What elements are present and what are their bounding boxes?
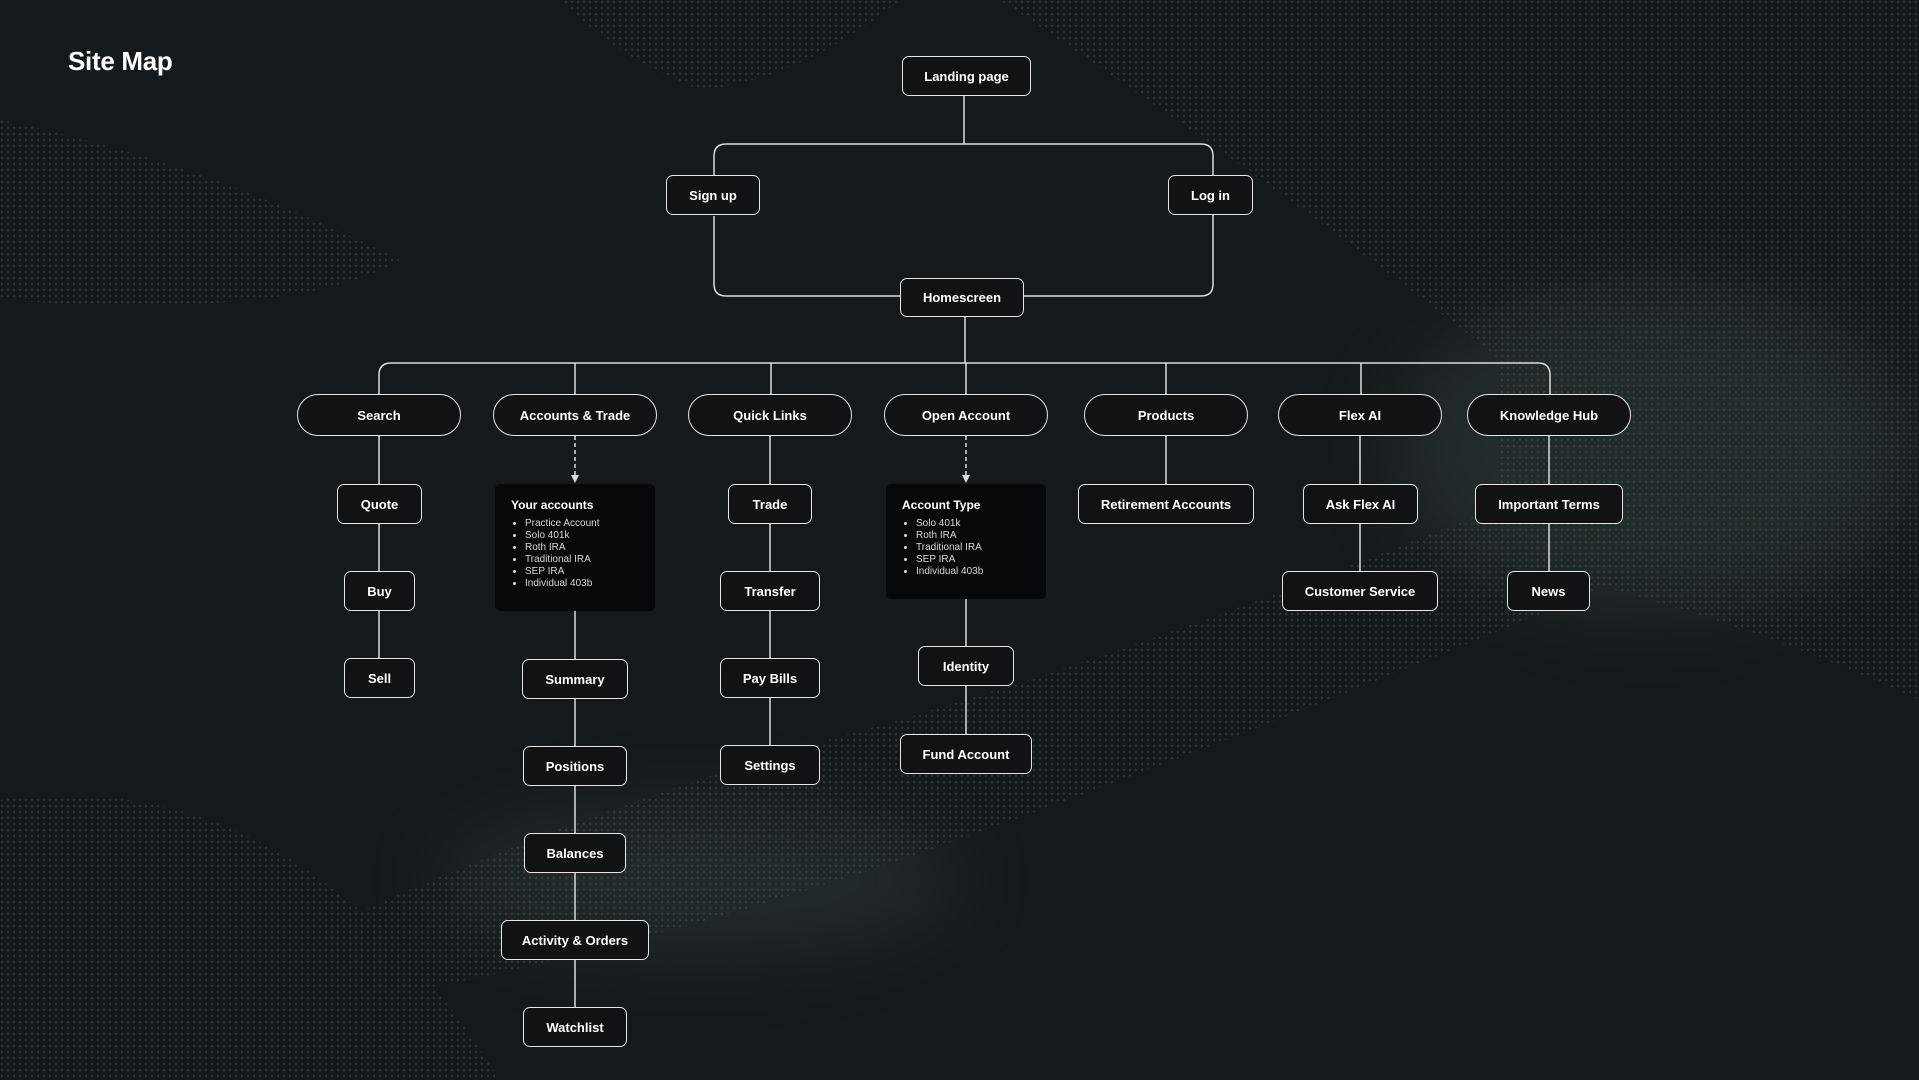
node-knowledge-hub[interactable]: Knowledge Hub	[1467, 394, 1631, 436]
node-settings[interactable]: Settings	[720, 745, 820, 785]
page-title: Site Map	[68, 46, 173, 76]
node-activity-orders[interactable]: Activity & Orders	[501, 920, 649, 960]
node-flex-ai[interactable]: Flex AI	[1278, 394, 1442, 436]
list-item: Solo 401k	[525, 530, 639, 542]
node-watchlist[interactable]: Watchlist	[523, 1007, 627, 1047]
list-item: Individual 403b	[525, 578, 639, 590]
node-search[interactable]: Search	[297, 394, 461, 436]
node-pay-bills[interactable]: Pay Bills	[720, 658, 820, 698]
node-transfer[interactable]: Transfer	[720, 571, 820, 611]
node-buy[interactable]: Buy	[344, 571, 415, 611]
node-quick-links[interactable]: Quick Links	[688, 394, 852, 436]
list-item: SEP IRA	[525, 566, 639, 578]
list-item: Roth IRA	[525, 542, 639, 554]
node-customer-service[interactable]: Customer Service	[1282, 571, 1438, 611]
list-item: Solo 401k	[916, 518, 1030, 530]
account-type-list: Solo 401k Roth IRA Traditional IRA SEP I…	[902, 518, 1030, 578]
list-item: Traditional IRA	[916, 542, 1030, 554]
list-item: SEP IRA	[916, 554, 1030, 566]
list-item: Practice Account	[525, 518, 639, 530]
your-accounts-card: Your accounts Practice Account Solo 401k…	[495, 484, 655, 611]
node-log-in[interactable]: Log in	[1168, 175, 1253, 215]
node-ask-flex-ai[interactable]: Ask Flex AI	[1303, 484, 1418, 524]
node-landing-page[interactable]: Landing page	[902, 56, 1031, 96]
node-balances[interactable]: Balances	[524, 833, 626, 873]
node-homescreen[interactable]: Homescreen	[900, 278, 1024, 317]
node-sell[interactable]: Sell	[344, 658, 415, 698]
node-quote[interactable]: Quote	[337, 484, 422, 524]
node-accounts-trade[interactable]: Accounts & Trade	[493, 394, 657, 436]
node-important-terms[interactable]: Important Terms	[1475, 484, 1623, 524]
your-accounts-title: Your accounts	[511, 498, 594, 512]
your-accounts-list: Practice Account Solo 401k Roth IRA Trad…	[511, 518, 639, 590]
node-open-account[interactable]: Open Account	[884, 394, 1048, 436]
account-type-title: Account Type	[902, 498, 981, 512]
node-trade[interactable]: Trade	[728, 484, 812, 524]
node-positions[interactable]: Positions	[523, 746, 627, 786]
node-retirement-accounts[interactable]: Retirement Accounts	[1078, 484, 1254, 524]
list-item: Roth IRA	[916, 530, 1030, 542]
node-identity[interactable]: Identity	[918, 646, 1014, 686]
account-type-card: Account Type Solo 401k Roth IRA Traditio…	[886, 484, 1046, 599]
node-fund-account[interactable]: Fund Account	[900, 734, 1032, 774]
node-news[interactable]: News	[1507, 571, 1590, 611]
node-summary[interactable]: Summary	[522, 659, 628, 699]
list-item: Individual 403b	[916, 566, 1030, 578]
list-item: Traditional IRA	[525, 554, 639, 566]
node-sign-up[interactable]: Sign up	[666, 175, 760, 215]
node-products[interactable]: Products	[1084, 394, 1248, 436]
